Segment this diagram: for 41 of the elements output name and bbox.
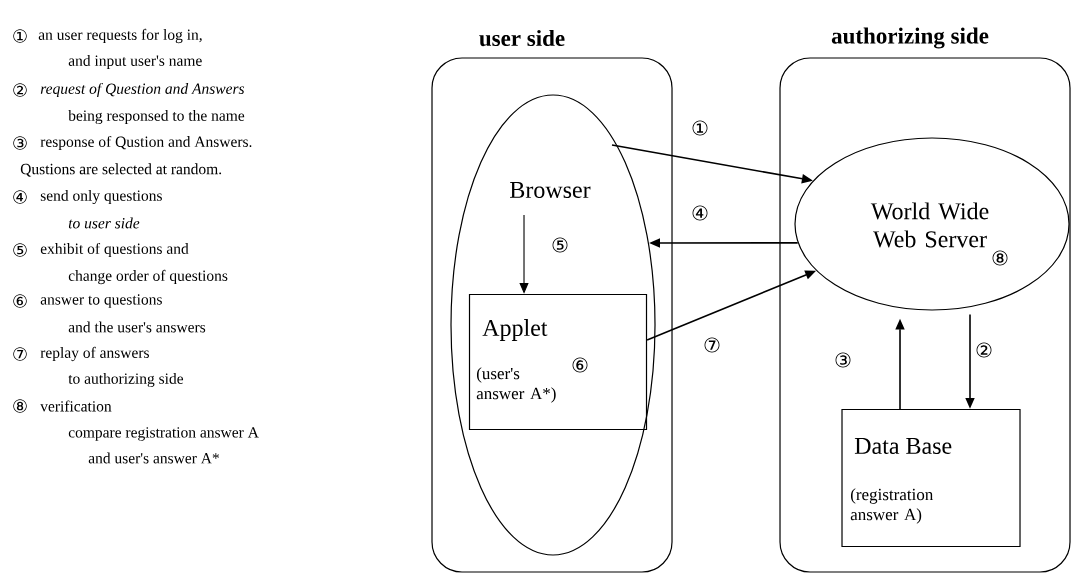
node-label: World Wide Web Server <box>870 202 989 248</box>
panel-heading: authorizing side <box>831 27 989 49</box>
edge-label: ⑤ <box>550 236 570 254</box>
node-label: Data Base <box>854 438 952 454</box>
step-description: an user requests for log in, <box>38 28 202 44</box>
edge-label: ④ <box>690 204 710 222</box>
step-description: to authorizing side <box>68 372 184 388</box>
edge-label: ① <box>690 119 710 137</box>
step-description: and input user's name <box>68 54 202 70</box>
step-description: and the user's answers <box>68 321 206 333</box>
step-description: response of Qustion and Answers. <box>40 135 252 151</box>
step-number: ⑧ <box>992 250 1008 266</box>
step-description: compare registration answer A <box>68 427 259 441</box>
step-number: ⑥ <box>572 357 588 373</box>
node-label: (registration answer A) <box>850 488 934 524</box>
step-number: ⑦ <box>13 347 27 361</box>
step-description: verification <box>40 400 112 412</box>
step-number: ⑥ <box>13 294 27 308</box>
step-number: ① <box>13 29 27 43</box>
step-number: ② <box>13 83 27 97</box>
node-label: (user's answer A*) <box>476 367 556 403</box>
step-description: change order of questions <box>68 269 228 285</box>
step-number: ④ <box>13 190 27 204</box>
edge-label: ⑦ <box>702 336 722 354</box>
step-description: replay of answers <box>40 346 149 362</box>
step-number: ③ <box>13 136 27 150</box>
step-description: send only questions <box>40 189 162 205</box>
step-description: answer to questions <box>40 294 162 308</box>
step-description: request of Question and Answers <box>40 82 245 98</box>
step-description: to user side <box>68 217 140 229</box>
step-description: Qustions are selected at random. <box>20 163 222 177</box>
step-description: exhibit of questions and <box>40 242 189 258</box>
step-number: ⑧ <box>13 399 27 413</box>
edge-label: ② <box>974 341 994 359</box>
step-number: ⑤ <box>13 243 27 257</box>
step-description: being responsed to the name <box>68 109 245 125</box>
step-description: and user's answer A* <box>88 452 219 464</box>
node-label: Browser <box>510 182 591 198</box>
edge-label: ③ <box>833 351 853 369</box>
panel-heading: user side <box>479 29 565 47</box>
node-label: Applet <box>482 319 548 341</box>
